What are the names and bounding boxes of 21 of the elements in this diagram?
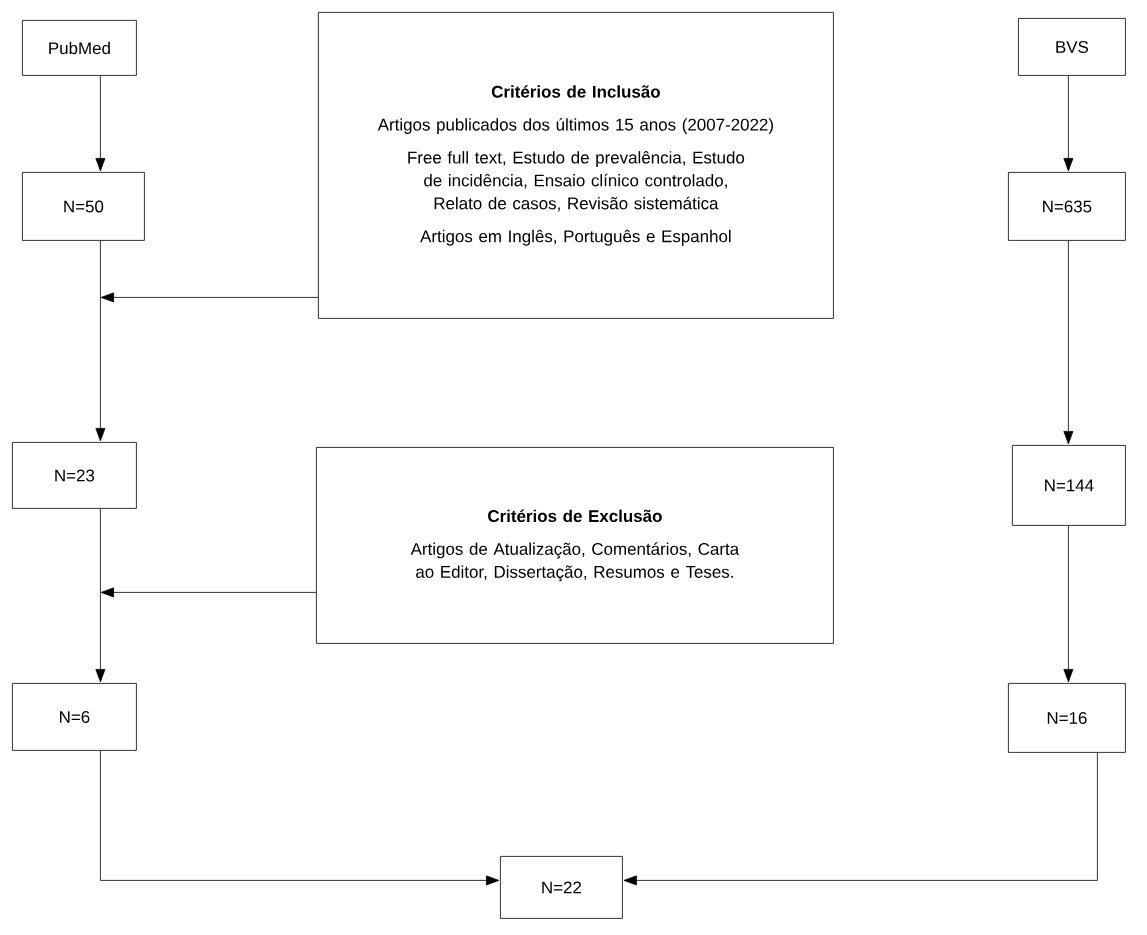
arrow (1063, 240, 1074, 445)
process-box: PubMed (22, 20, 137, 76)
arrow (95, 75, 106, 172)
process-box: N=50 (22, 172, 145, 241)
arrow (1063, 525, 1074, 683)
process-box: N=22 (500, 856, 623, 919)
arrow (1063, 75, 1074, 172)
arrow (100, 750, 500, 886)
arrow (100, 292, 319, 303)
process-box: N=23 (12, 442, 137, 509)
arrow (100, 587, 317, 598)
process-box: Critérios de Inclusão Artigos publicados dos últimos 15 anos (2007-2022) Free full text, Estudo de prevalência, Estudo de incidência, Ensaio clínico controlado, Relato de casos, Revisão sistemática Artigos em Inglês, Português e Espanhol (318, 12, 834, 319)
process-box: BVS (1018, 18, 1126, 76)
arrow (623, 752, 1098, 886)
process-box: N=144 (1012, 445, 1126, 526)
process-box: N=16 (1008, 683, 1126, 753)
process-box: Critérios de Exclusão Artigos de Atualização, Comentários, Carta ao Editor, Dissertação, Resumos e Teses. (316, 447, 834, 644)
process-box: N=635 (1008, 172, 1126, 241)
arrow (95, 508, 106, 683)
process-box: N=6 (12, 683, 137, 751)
arrow (95, 240, 106, 442)
